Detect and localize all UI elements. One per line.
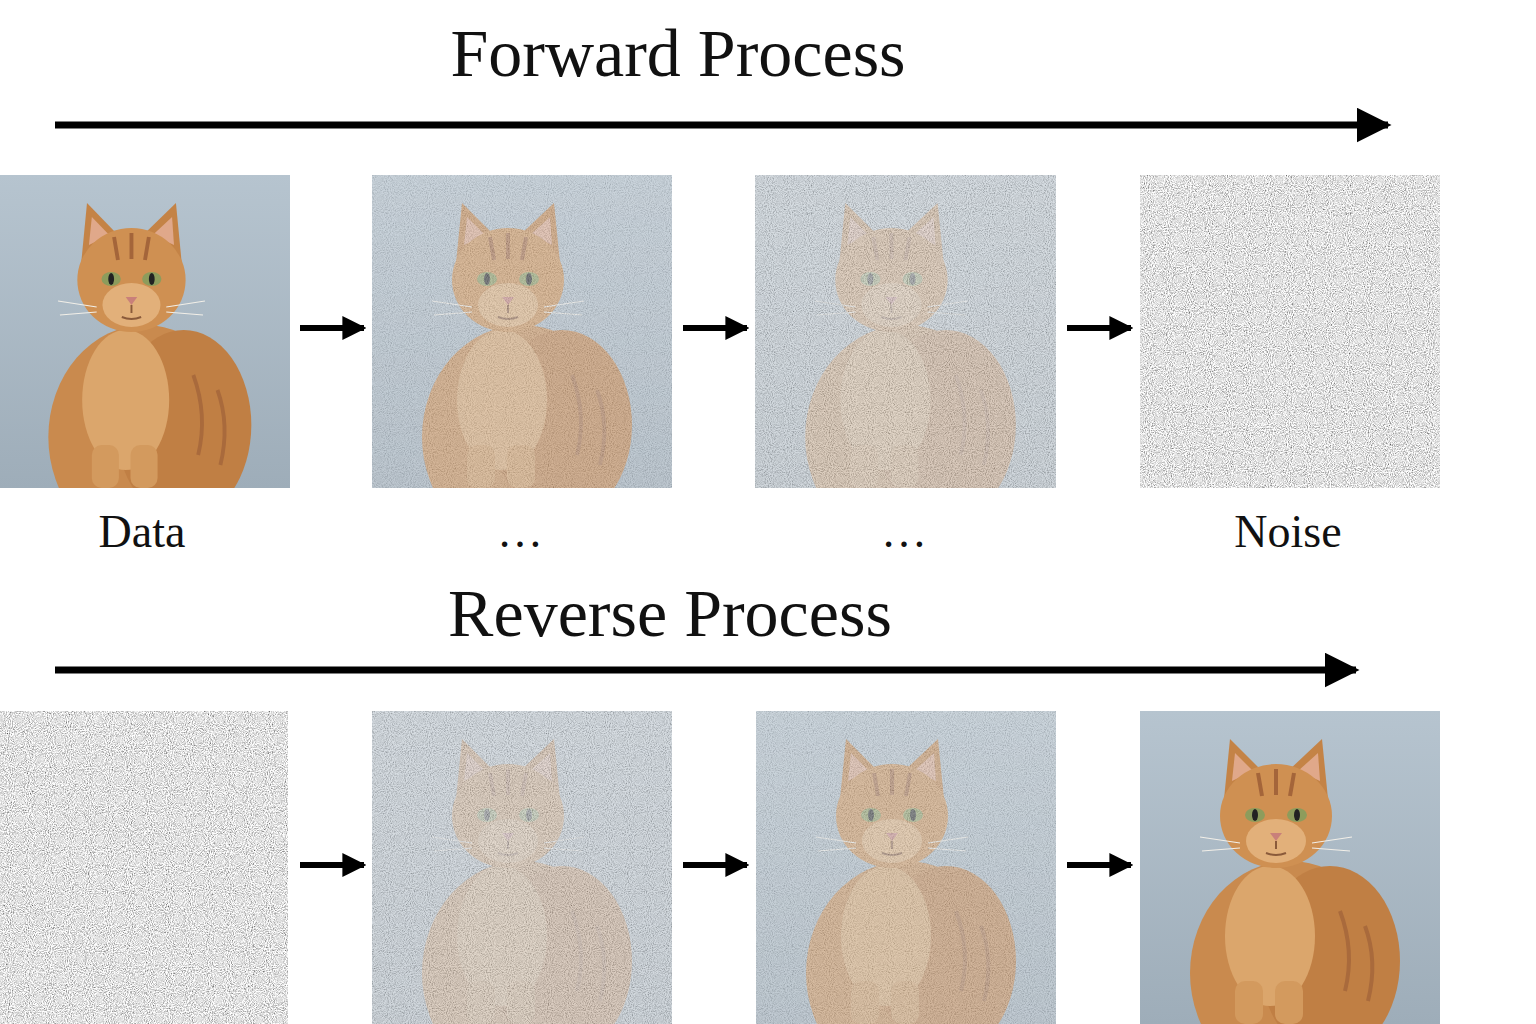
step-arrows xyxy=(300,862,1131,868)
reverse-images xyxy=(0,711,1440,1024)
ellipsis-label: … xyxy=(497,506,543,559)
forward-images xyxy=(0,175,1440,549)
image-label: Noise xyxy=(1234,506,1341,559)
ellipsis-label: … xyxy=(881,506,927,559)
image-label: Data xyxy=(99,506,186,559)
step-arrows xyxy=(300,325,1131,331)
process-title: Forward Process xyxy=(450,14,905,92)
reverse-arrow xyxy=(55,667,1356,674)
forward-arrow xyxy=(55,122,1388,129)
process-title: Reverse Process xyxy=(448,574,892,652)
